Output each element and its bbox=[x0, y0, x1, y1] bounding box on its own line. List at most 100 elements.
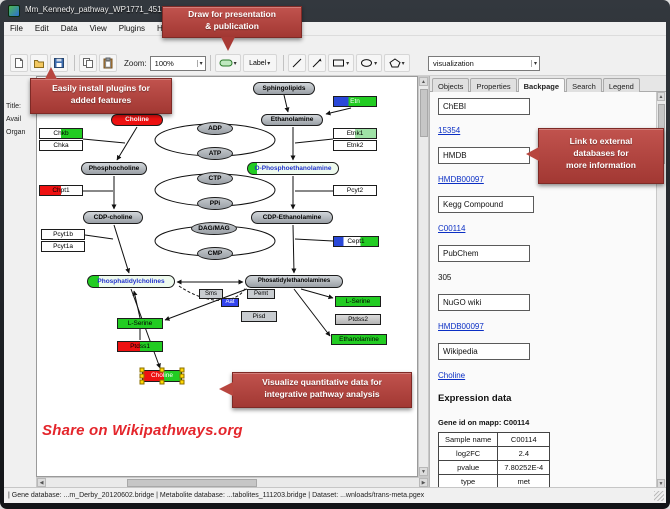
tab-legend[interactable]: Legend bbox=[602, 78, 640, 93]
menu-plugins[interactable]: Plugins bbox=[118, 24, 146, 33]
pathway-node-cdp-ethanolamine[interactable]: CDP-Ethanolamine bbox=[251, 211, 333, 224]
horizontal-scroll-thumb[interactable] bbox=[127, 479, 257, 487]
pathway-node-dag-mag[interactable]: DAG/MAG bbox=[191, 222, 237, 235]
selection-handle[interactable] bbox=[139, 373, 145, 379]
tab-search[interactable]: Search bbox=[566, 78, 602, 93]
chevron-down-icon: ▾ bbox=[196, 59, 203, 67]
table-cell: type bbox=[437, 474, 499, 488]
pathway-node-chpt1[interactable]: Chpt1 bbox=[39, 185, 83, 196]
scroll-up-icon[interactable]: ▲ bbox=[657, 92, 665, 101]
pathway-node-chka[interactable]: Chka bbox=[39, 140, 83, 151]
selection-handle[interactable] bbox=[179, 379, 185, 385]
open-file-button[interactable] bbox=[30, 54, 48, 72]
pathway-node-choline[interactable]: Choline bbox=[111, 114, 163, 126]
pathway-node-pisd[interactable]: Pisd bbox=[241, 311, 277, 322]
tab-properties[interactable]: Properties bbox=[470, 78, 517, 93]
shape-tool-button[interactable]: ▾ bbox=[383, 54, 410, 72]
datanode-tool-button[interactable]: ▾ bbox=[214, 54, 241, 72]
label-tool-button[interactable]: Label▾ bbox=[242, 54, 277, 72]
resize-grip[interactable] bbox=[654, 491, 664, 501]
visualization-combobox[interactable]: visualization▾ bbox=[428, 56, 540, 71]
pathway-node-etn[interactable]: Etn bbox=[333, 96, 377, 107]
selection-handle[interactable] bbox=[159, 379, 165, 385]
ellipse-tool-button[interactable]: ▾ bbox=[355, 54, 382, 72]
pathway-title-label: Title: bbox=[6, 103, 21, 110]
pathway-node-etnk1[interactable]: Etnk1 bbox=[333, 128, 377, 139]
menu-file[interactable]: File bbox=[10, 24, 23, 33]
menu-bar: FileEditDataViewPluginsHelp bbox=[4, 22, 666, 36]
pathway-node-sphingolipids[interactable]: Sphingolipids bbox=[253, 82, 315, 95]
selection-handle[interactable] bbox=[159, 367, 165, 373]
pathway-node-chkb[interactable]: Chkb bbox=[39, 128, 83, 139]
pathway-node-cept1[interactable]: Cept1 bbox=[333, 236, 379, 247]
zoom-combobox[interactable]: 100% ▾ bbox=[149, 55, 206, 71]
pathway-node-cdp-choline[interactable]: CDP-choline bbox=[83, 211, 143, 224]
rectangle-tool-button[interactable]: ▾ bbox=[327, 54, 354, 72]
callout-arrow-down-icon bbox=[221, 37, 235, 51]
callout-text-line: & publication bbox=[205, 20, 259, 31]
pathway-node-phosphocholine[interactable]: Phosphocholine bbox=[81, 162, 147, 175]
selection-handle[interactable] bbox=[139, 379, 145, 385]
scroll-down-icon[interactable]: ▼ bbox=[419, 467, 428, 476]
selection-handle[interactable] bbox=[179, 367, 185, 373]
backpage-link[interactable]: Choline bbox=[438, 371, 466, 380]
backpage-link[interactable]: 15354 bbox=[438, 126, 461, 135]
backpage-value: 305 bbox=[438, 273, 452, 282]
paste-button[interactable] bbox=[99, 54, 117, 72]
pathway-node-pcyt2[interactable]: Pcyt2 bbox=[333, 185, 377, 196]
selection-handle[interactable] bbox=[139, 367, 145, 373]
copy-button[interactable] bbox=[79, 54, 97, 72]
scroll-up-icon[interactable]: ▲ bbox=[419, 77, 428, 86]
pathway-node-adp[interactable]: ADP bbox=[197, 122, 233, 135]
window-title: Mm_Kennedy_pathway_WP1771_45176.gpml bbox=[25, 5, 175, 14]
pathway-node-phosphatidylcholines[interactable]: Phosphatidylcholines bbox=[87, 275, 175, 288]
pathway-node-pcyt1b[interactable]: Pcyt1b bbox=[41, 229, 85, 240]
pathway-node-o-phosphoethanolamine[interactable]: O-Phosphoethanolamine bbox=[247, 162, 339, 175]
pathway-node-pcyt1a[interactable]: Pcyt1a bbox=[41, 241, 85, 252]
pathway-node-ptdss1[interactable]: Ptdss1 bbox=[117, 341, 163, 352]
pathway-node-cmp[interactable]: CMP bbox=[197, 247, 233, 260]
pathway-node-aat[interactable]: Aat bbox=[221, 298, 239, 307]
backpage-link[interactable]: C00114 bbox=[438, 224, 466, 233]
share-wikipathways-text: Share on Wikipathways.org bbox=[42, 422, 243, 439]
selection-handle[interactable] bbox=[179, 373, 185, 379]
vertical-scroll-thumb[interactable] bbox=[420, 89, 428, 137]
callout-text-line: Visualize quantitative data for bbox=[262, 377, 382, 387]
backpage-link[interactable]: HMDB00097 bbox=[438, 175, 484, 184]
new-file-button[interactable] bbox=[10, 54, 28, 72]
pathway-node-l-serine[interactable]: L-Serine bbox=[117, 318, 163, 329]
pathway-node-ctp[interactable]: CTP bbox=[197, 172, 233, 185]
tab-backpage[interactable]: Backpage bbox=[517, 78, 566, 94]
scroll-right-icon[interactable]: ▶ bbox=[419, 478, 428, 487]
pathway-node-ethanolamine[interactable]: Ethanolamine bbox=[261, 114, 323, 126]
zoom-value: 100% bbox=[154, 58, 174, 68]
canvas-vertical-scrollbar[interactable]: ▲ ▼ bbox=[418, 76, 429, 477]
callout-text-line: integrative pathway analysis bbox=[264, 388, 380, 399]
backpage-link[interactable]: HMDB00097 bbox=[438, 322, 484, 331]
menu-data[interactable]: Data bbox=[60, 24, 78, 33]
app-icon bbox=[8, 5, 20, 17]
pathway-node-pemt[interactable]: Pemt bbox=[247, 289, 275, 299]
menu-view[interactable]: View bbox=[89, 24, 107, 33]
pathway-node-sms[interactable]: Sms bbox=[199, 289, 223, 299]
arrow-tool-button[interactable] bbox=[307, 54, 326, 72]
table-cell: pvalue bbox=[437, 460, 499, 475]
pathway-node-phosatidylethanolamines[interactable]: Phosatidylethanolamines bbox=[245, 275, 343, 288]
pathway-node-l-serine[interactable]: L-Serine bbox=[335, 296, 381, 307]
tab-objects[interactable]: Objects bbox=[432, 78, 470, 93]
pathway-node-ethanolamine[interactable]: Ethanolamine bbox=[331, 334, 387, 345]
pathway-node-ppi[interactable]: PPi bbox=[197, 197, 233, 210]
pathway-info-panel: Title: Avail Organ bbox=[4, 76, 36, 196]
menu-edit[interactable]: Edit bbox=[34, 24, 49, 33]
line-tool-button[interactable] bbox=[287, 54, 306, 72]
title-bar[interactable]: Mm_Kennedy_pathway_WP1771_45176.gpml bbox=[0, 0, 670, 22]
pathway-node-ptdss2[interactable]: Ptdss2 bbox=[335, 314, 381, 325]
pathway-node-etnk2[interactable]: Etnk2 bbox=[333, 140, 377, 151]
scroll-left-icon[interactable]: ◀ bbox=[37, 478, 46, 487]
pathway-node-atp[interactable]: ATP bbox=[197, 147, 233, 160]
